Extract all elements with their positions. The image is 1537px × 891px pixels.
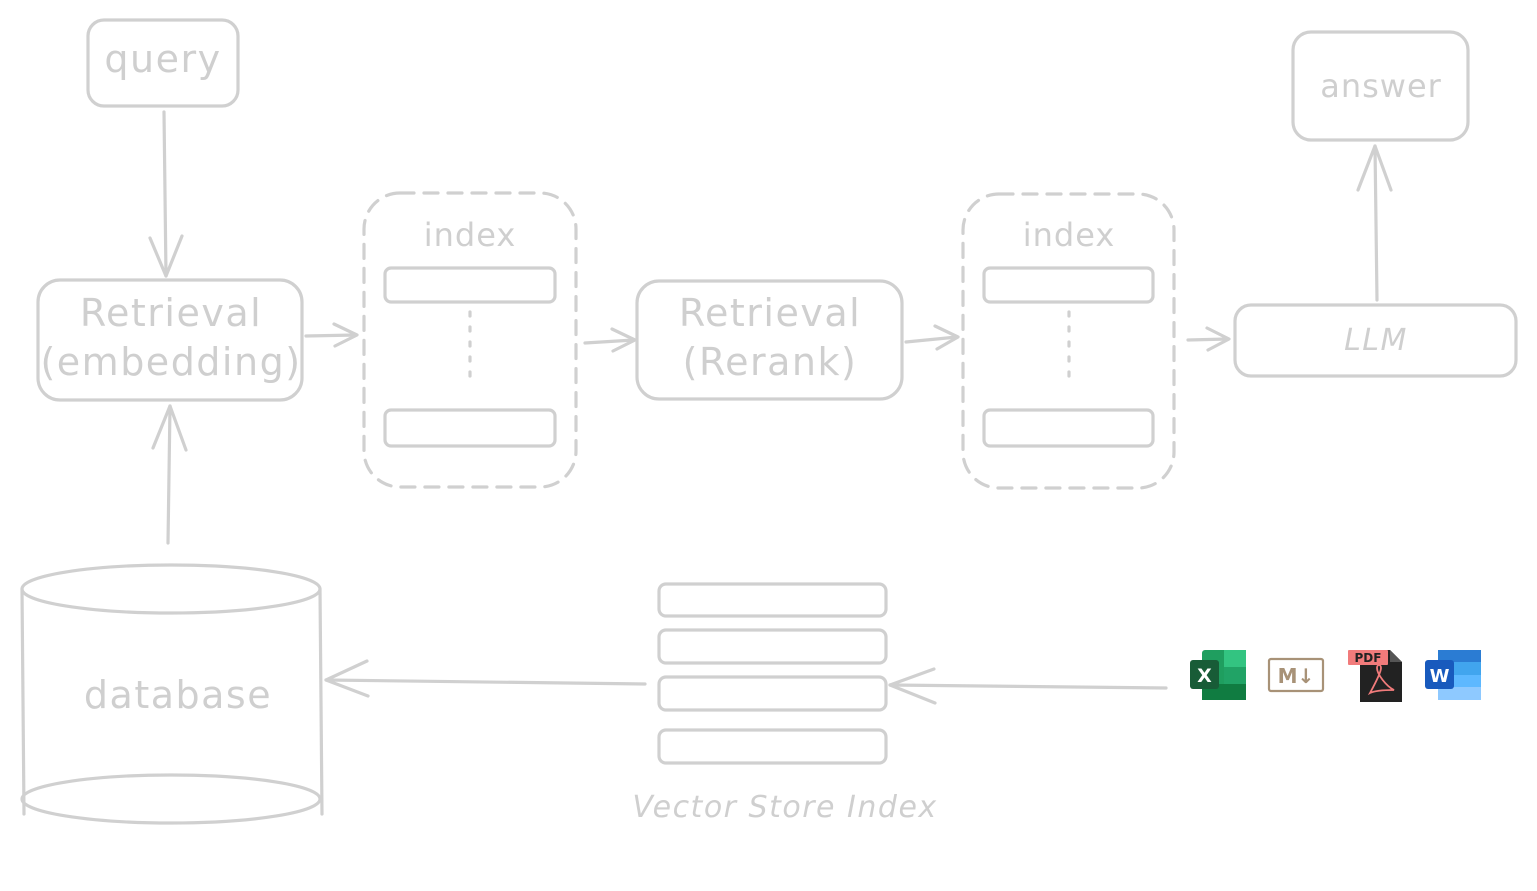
markdown-icon-letter: M↓: [1278, 664, 1315, 688]
word-icon: W: [1425, 650, 1481, 700]
retrieval-embedding-label-line2: (embedding): [40, 340, 301, 384]
arrow-query-to-retrieval: [148, 110, 184, 278]
llm-label: LLM: [1344, 323, 1408, 358]
query-label: query: [104, 37, 221, 81]
arrow-vector-store-to-database: [324, 659, 647, 698]
vector-store-row: [657, 582, 888, 618]
index-node-2: index: [961, 192, 1176, 490]
query-node: query: [86, 18, 240, 108]
llm-node: LLM: [1233, 303, 1518, 378]
index-2-row-first: [982, 266, 1155, 304]
excel-icon: X: [1190, 650, 1246, 700]
arrow-index-2-to-llm: [1186, 326, 1231, 352]
vector-store-row: [657, 628, 888, 665]
answer-label: answer: [1320, 67, 1442, 105]
markdown-icon: M↓: [1267, 657, 1325, 693]
pdf-icon: PDF: [1348, 650, 1402, 702]
database-label: database: [84, 673, 272, 717]
index-1-label: index: [424, 216, 517, 254]
index-node-1: index: [362, 191, 578, 489]
retrieval-rerank-label-line2: (Rerank): [683, 340, 858, 384]
answer-node: answer: [1291, 30, 1470, 142]
retrieval-embedding-node: Retrieval (embedding): [36, 278, 304, 402]
retrieval-rerank-label-line1: Retrieval: [679, 291, 861, 335]
vector-store-index: Vector Store Index: [632, 582, 937, 825]
index-2-row-last: [982, 408, 1155, 448]
pdf-icon-letter: PDF: [1355, 651, 1382, 665]
index-1-row-first: [383, 266, 557, 304]
index-2-label: index: [1023, 216, 1116, 254]
arrow-llm-to-answer: [1356, 144, 1393, 302]
vector-store-row: [657, 675, 888, 712]
arrow-documents-to-vector-store: [888, 667, 1168, 705]
vector-store-caption: Vector Store Index: [632, 790, 937, 825]
vector-store-row: [657, 728, 888, 765]
word-icon-letter: W: [1430, 666, 1450, 687]
index-1-row-last: [383, 408, 557, 448]
arrow-database-to-retrieval: [151, 404, 188, 545]
excel-icon-letter: X: [1197, 665, 1212, 687]
database-node: database: [20, 563, 324, 825]
arrow-index-1-to-rerank: [583, 327, 637, 353]
retrieval-embedding-label-line1: Retrieval: [80, 291, 262, 335]
arrow-rerank-to-index-2: [904, 324, 960, 351]
arrow-retrieval-to-index-1: [304, 322, 359, 348]
retrieval-rerank-node: Retrieval (Rerank): [635, 279, 904, 401]
